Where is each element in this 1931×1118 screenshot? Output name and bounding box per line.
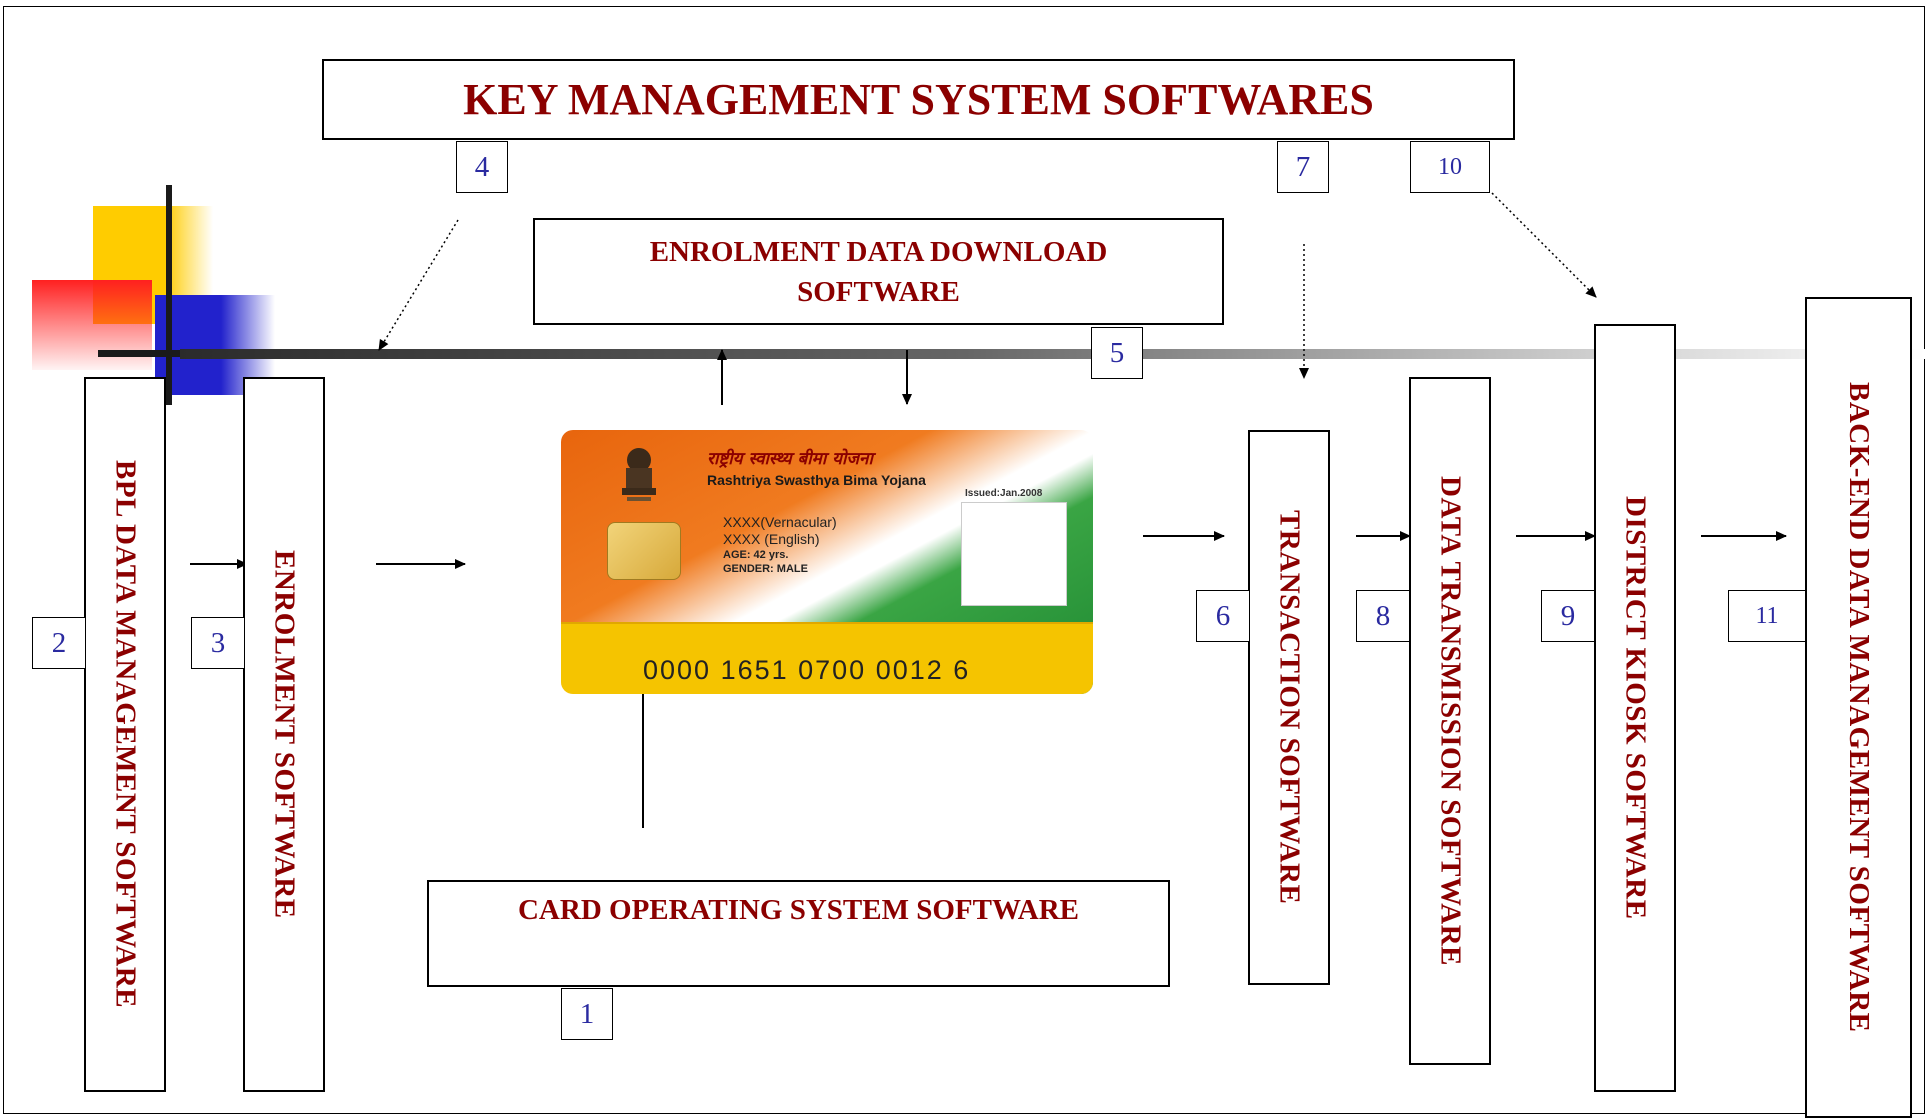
step-number-7: 7 [1277, 141, 1329, 193]
enrolment-software-box: ENROLMENT SOFTWARE [243, 377, 325, 1092]
step-number-1: 1 [561, 988, 613, 1040]
step-number-9: 9 [1541, 590, 1595, 642]
card-issued-date: Issued:Jan.2008 [965, 488, 1043, 499]
slide-frame [3, 6, 1925, 1114]
step-number-3: 3 [191, 617, 245, 669]
card-os-label: CARD OPERATING SYSTEM SOFTWARE [517, 894, 1079, 926]
district-kiosk-label: DISTRICT KIOSK SOFTWARE [1619, 496, 1652, 920]
enrolment-download-label-line2: SOFTWARE [797, 276, 960, 308]
step-number-8: 8 [1356, 590, 1410, 642]
bpl-data-management-box: BPL DATA MANAGEMENT SOFTWARE [84, 377, 166, 1092]
back-end-data-management-label: BACK-END DATA MANAGEMENT SOFTWARE [1843, 382, 1875, 1033]
card-age: AGE: 42 yrs. [723, 549, 789, 561]
card-photo-placeholder [961, 502, 1067, 606]
step-number-5: 5 [1091, 327, 1143, 379]
transaction-software-box: TRANSACTION SOFTWARE [1248, 430, 1330, 985]
rsby-smart-card-image: राष्ट्रीय स्वास्थ्य बीमा योजना Rashtriya… [561, 430, 1093, 694]
back-end-data-management-box: BACK-END DATA MANAGEMENT SOFTWARE [1805, 297, 1912, 1118]
card-number-strip: 0000 1651 0700 0012 6 [561, 622, 1093, 694]
step-number-10: 10 [1410, 141, 1490, 193]
data-transmission-box: DATA TRANSMISSION SOFTWARE [1409, 377, 1491, 1065]
enrolment-download-label-line1: ENROLMENT DATA DOWNLOAD [649, 236, 1108, 268]
step-number-4: 4 [456, 141, 508, 193]
national-emblem-icon [622, 448, 656, 501]
card-name-english: XXXX (English) [723, 531, 820, 547]
enrolment-software-label: ENROLMENT SOFTWARE [268, 550, 301, 919]
divider-line [180, 349, 1925, 359]
data-transmission-label: DATA TRANSMISSION SOFTWARE [1434, 476, 1467, 966]
card-gender: GENDER: MALE [723, 563, 808, 575]
step-number-2: 2 [32, 617, 86, 669]
transaction-software-label: TRANSACTION SOFTWARE [1273, 510, 1306, 905]
enrolment-download-box: ENROLMENT DATA DOWNLOAD SOFTWARE [533, 218, 1224, 325]
card-name-vernacular: XXXX(Vernacular) [723, 514, 837, 530]
card-english-title: Rashtriya Swasthya Bima Yojana [707, 472, 926, 488]
key-management-title-box: KEY MANAGEMENT SYSTEM SOFTWARES [322, 59, 1515, 140]
card-os-box: CARD OPERATING SYSTEM SOFTWARE [427, 880, 1170, 987]
card-number: 0000 1651 0700 0012 6 [643, 655, 971, 685]
step-number-11: 11 [1728, 590, 1806, 642]
step-number-6: 6 [1196, 590, 1250, 642]
district-kiosk-box: DISTRICT KIOSK SOFTWARE [1594, 324, 1676, 1092]
dotted-arrow-4 [378, 219, 459, 351]
smart-chip-icon [607, 522, 681, 580]
bpl-data-management-label: BPL DATA MANAGEMENT SOFTWARE [109, 460, 142, 1009]
template-decoration [32, 185, 275, 405]
dotted-arrow-10 [1491, 192, 1597, 298]
card-hindi-title: राष्ट्रीय स्वास्थ्य बीमा योजना [707, 449, 873, 469]
key-management-title: KEY MANAGEMENT SYSTEM SOFTWARES [463, 75, 1374, 124]
